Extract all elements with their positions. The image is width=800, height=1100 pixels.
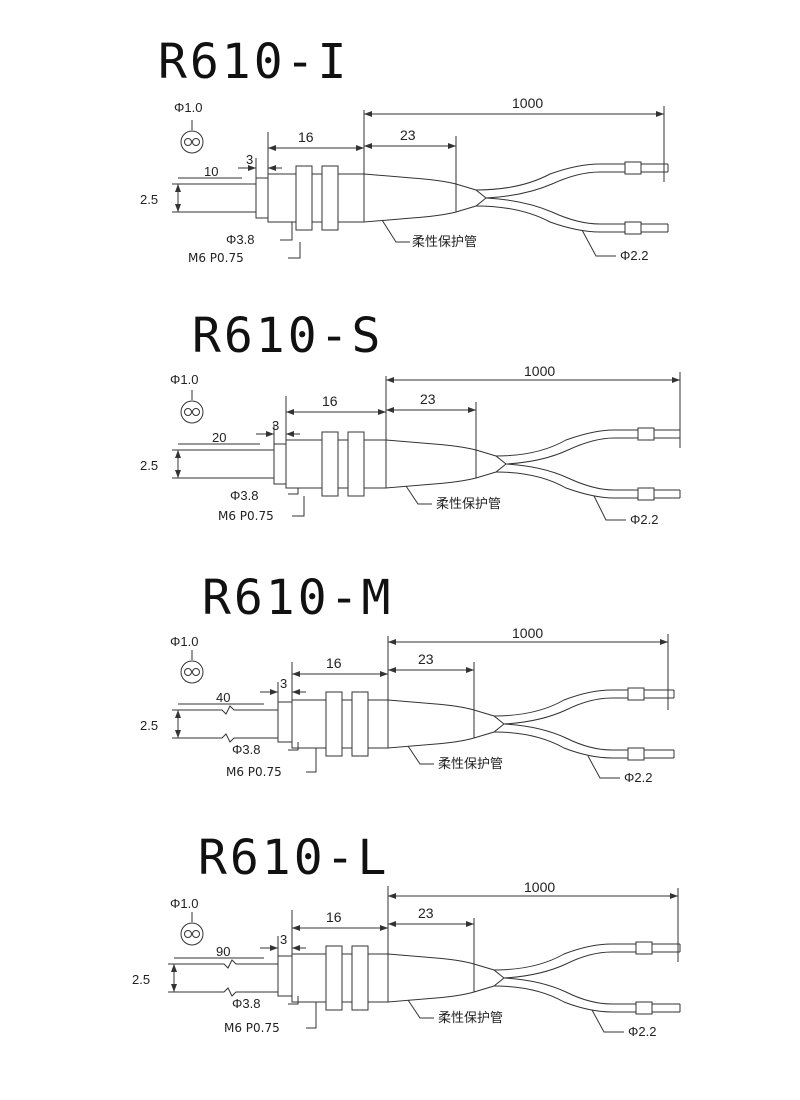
hex-nut	[351, 945, 369, 1011]
hex-nut	[321, 431, 339, 497]
tip-length-label: 40	[216, 690, 230, 705]
tip-length-label: 20	[212, 430, 226, 445]
tip-step-label: 3	[272, 418, 279, 433]
cable-dia-label: Φ2.2	[620, 248, 648, 263]
sleeve-length-label: 23	[418, 905, 434, 921]
core-dia-label: Φ1.0	[170, 896, 198, 911]
cable-dia-label: Φ2.2	[628, 1024, 656, 1039]
cable-ferrule	[635, 941, 653, 955]
model-title-l: R610-L	[198, 830, 390, 886]
probe-height-label: 2.5	[140, 718, 158, 733]
thread-spec-label: M6 P0.75	[224, 1021, 280, 1035]
probe-dia-label: Φ3.8	[230, 488, 258, 503]
fiber-core-icon	[180, 400, 204, 424]
hex-nut	[325, 945, 343, 1011]
threaded-body	[267, 173, 365, 223]
flexible-sleeve	[363, 173, 457, 223]
tip-step-label: 3	[280, 932, 287, 947]
sensor-drawing-s: Φ1.0 2.5 20 3 16 23 1000 Φ3.8 M6 P0.75 柔…	[140, 363, 681, 527]
probe-dia-label: Φ3.8	[226, 232, 254, 247]
flexible-sleeve	[387, 953, 475, 1003]
sleeve-label: 柔性保护管	[412, 234, 477, 249]
hex-nut	[295, 165, 313, 231]
thread-length-label: 16	[326, 909, 342, 925]
thread-length-label: 16	[322, 393, 338, 409]
sleeve-length-label: 23	[400, 127, 416, 143]
flexible-sleeve	[385, 439, 477, 489]
probe-tip	[177, 183, 257, 213]
hex-nut	[347, 431, 365, 497]
sensor-drawing-m: Φ1.0 2.5 40 3 16 23 1000 Φ3.8 M6 P0.75 柔…	[140, 625, 675, 785]
fiber-core-icon	[180, 130, 204, 154]
hex-nut	[321, 165, 339, 231]
total-length-label: 1000	[524, 879, 555, 895]
cable-ferrule	[624, 161, 642, 175]
cable-ferrule	[627, 747, 645, 761]
probe-tip	[177, 449, 275, 479]
cable-ferrule	[637, 427, 655, 441]
model-title-i: R610-I	[158, 34, 350, 90]
thread-length-label: 16	[326, 655, 342, 671]
sleeve-label: 柔性保护管	[436, 496, 501, 511]
thread-spec-label: M6 P0.75	[218, 509, 274, 523]
total-length-label: 1000	[524, 363, 555, 379]
flexible-sleeve	[387, 699, 475, 749]
tip-length-label: 90	[216, 944, 230, 959]
probe-height-label: 2.5	[140, 458, 158, 473]
probe-dia-label: Φ3.8	[232, 996, 260, 1011]
hex-nut	[325, 691, 343, 757]
probe-height-label: 2.5	[132, 972, 150, 987]
fiber-core-icon	[180, 922, 204, 946]
cable-dia-label: Φ2.2	[624, 770, 652, 785]
hex-nut	[351, 691, 369, 757]
sensor-drawing-l: Φ1.0 2.5 90 3 16 23 1000 Φ3.8 M6 P0.75 柔…	[132, 879, 681, 1039]
thread-length-label: 16	[298, 129, 314, 145]
cable-ferrule	[624, 221, 642, 235]
cable-ferrule	[627, 687, 645, 701]
sensor-drawing-i: Φ1.0 2.5 10 3 16 23 1000 Φ3.8 M6 P0.75 柔…	[140, 95, 669, 265]
core-dia-label: Φ1.0	[170, 634, 198, 649]
probe-tip	[173, 959, 279, 997]
tip-step-label: 3	[280, 676, 287, 691]
probe-dia-label: Φ3.8	[232, 742, 260, 757]
fiber-core-icon	[180, 660, 204, 684]
sleeve-label: 柔性保护管	[438, 756, 503, 771]
total-length-label: 1000	[512, 625, 543, 641]
probe-tip	[177, 705, 279, 743]
model-title-s: R610-S	[192, 308, 384, 364]
total-length-label: 1000	[512, 95, 543, 111]
sleeve-length-label: 23	[418, 651, 434, 667]
cable-ferrule	[635, 1001, 653, 1015]
core-dia-label: Φ1.0	[170, 372, 198, 387]
tip-length-label: 10	[204, 164, 218, 179]
model-title-m: R610-M	[202, 570, 394, 626]
cable-dia-label: Φ2.2	[630, 512, 658, 527]
probe-height-label: 2.5	[140, 192, 158, 207]
sleeve-label: 柔性保护管	[438, 1010, 503, 1025]
core-dia-label: Φ1.0	[174, 100, 202, 115]
sleeve-length-label: 23	[420, 391, 436, 407]
cable-ferrule	[637, 487, 655, 501]
thread-spec-label: M6 P0.75	[188, 251, 244, 265]
tip-step-label: 3	[246, 152, 253, 167]
thread-spec-label: M6 P0.75	[226, 765, 282, 779]
